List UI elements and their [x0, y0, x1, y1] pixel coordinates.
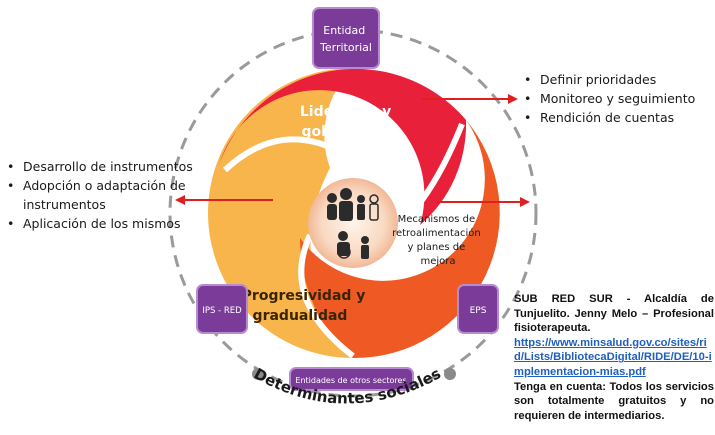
- bullet-item: Monitoreo y seguimiento: [522, 89, 712, 108]
- label-yellow-line-2: gradualidad: [253, 308, 348, 324]
- box-eps: [457, 284, 499, 334]
- label-red: Liderazgo y gobernanza: [300, 104, 396, 140]
- box-entidad-territorial: [312, 7, 380, 69]
- box-ips-red: [196, 284, 248, 334]
- label-orange: Mecanismos de retroalimentación y planes…: [392, 214, 484, 267]
- ring-dot-left: [252, 368, 264, 380]
- arrow-right-middle: [437, 197, 530, 207]
- label-red-line-2: gobernanza: [301, 124, 394, 140]
- label-yellow: Progresividad y gradualidad: [242, 288, 371, 324]
- segment-red: [219, 68, 467, 226]
- bullets-right: Definir prioridades Monitoreo y seguimie…: [522, 70, 712, 127]
- source-note: Tenga en cuenta: Todos los servicios son…: [514, 380, 714, 422]
- segment-orange: [300, 120, 500, 359]
- label-orange-line-3: y planes de: [408, 242, 466, 253]
- source-block: SUB RED SUR - Alcaldía de Tunjuelito. Je…: [514, 292, 714, 423]
- box-entidad-line-2: Territorial: [319, 41, 372, 54]
- swirl-line-lower: [298, 233, 355, 359]
- bullets-left: Desarrollo de instrumentos Adopción o ad…: [5, 157, 195, 233]
- box-ips-label: IPS - RED: [202, 306, 242, 316]
- source-title: SUB RED SUR - Alcaldía de Tunjuelito. Je…: [514, 293, 714, 335]
- label-orange-line-1: Mecanismos de: [398, 214, 475, 225]
- ring-dot-right: [444, 368, 456, 380]
- people-group-icon: [327, 188, 379, 259]
- box-otros-sectores: [289, 367, 414, 391]
- box-entidad-label: Entidad Territorial: [319, 24, 372, 54]
- bullet-item: Aplicación de los mismos: [5, 214, 195, 233]
- bullet-item: Adopción o adaptación de instrumentos: [5, 176, 195, 214]
- box-eps-label: EPS: [470, 306, 487, 316]
- box-entidad-line-1: Entidad: [323, 24, 365, 37]
- label-orange-line-4: mejora: [420, 256, 455, 267]
- box-otros-label: Entidades de otros sectores: [295, 376, 406, 385]
- center-disc: [308, 178, 398, 268]
- source-link[interactable]: https://www.minsalud.gov.co/sites/rid/Li…: [514, 336, 712, 378]
- swirl-line-upper: [222, 136, 393, 193]
- label-orange-line-2: retroalimentación: [392, 227, 481, 239]
- arrow-right-top: [422, 94, 518, 104]
- bullet-item: Definir prioridades: [522, 70, 712, 89]
- label-red-line-1: Liderazgo y: [300, 104, 391, 120]
- bullet-item: Desarrollo de instrumentos: [5, 157, 195, 176]
- label-yellow-line-1: Progresividad y: [242, 288, 366, 304]
- bullet-item: Rendición de cuentas: [522, 108, 712, 127]
